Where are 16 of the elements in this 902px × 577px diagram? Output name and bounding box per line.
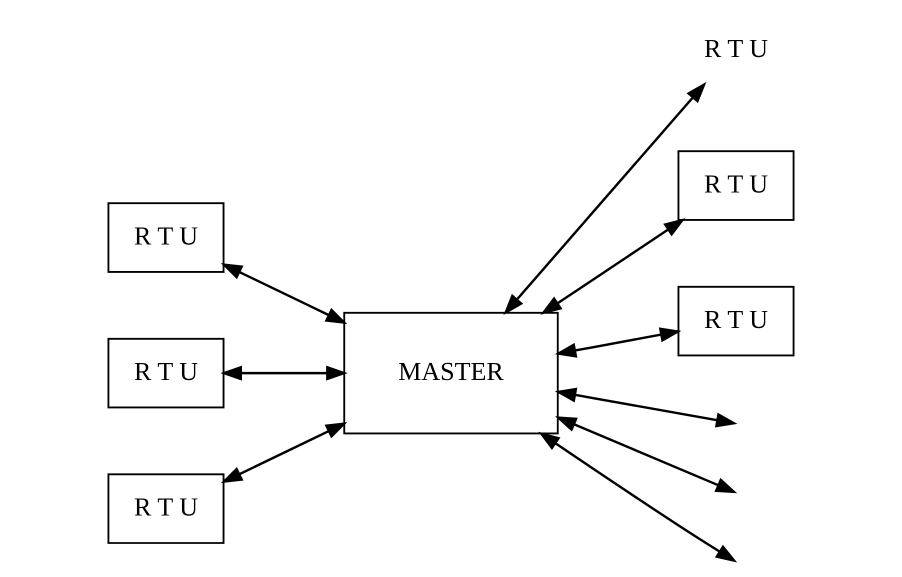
arrow bbox=[554, 327, 682, 358]
arrow bbox=[555, 416, 738, 494]
node-box: R T U bbox=[108, 202, 224, 273]
arrow bbox=[220, 422, 348, 484]
arrow bbox=[220, 263, 348, 324]
node-box: R T U bbox=[108, 338, 224, 408]
arrow bbox=[503, 82, 706, 316]
node-box: R T U bbox=[108, 473, 224, 544]
arrow bbox=[220, 366, 348, 381]
arrow bbox=[540, 218, 686, 315]
arrow bbox=[554, 388, 738, 428]
node-box: R T U bbox=[678, 150, 794, 221]
node-text: R T U bbox=[704, 34, 768, 63]
node-box: MASTER bbox=[343, 312, 559, 434]
arrow bbox=[538, 432, 738, 563]
node-box: R T U bbox=[678, 286, 794, 356]
